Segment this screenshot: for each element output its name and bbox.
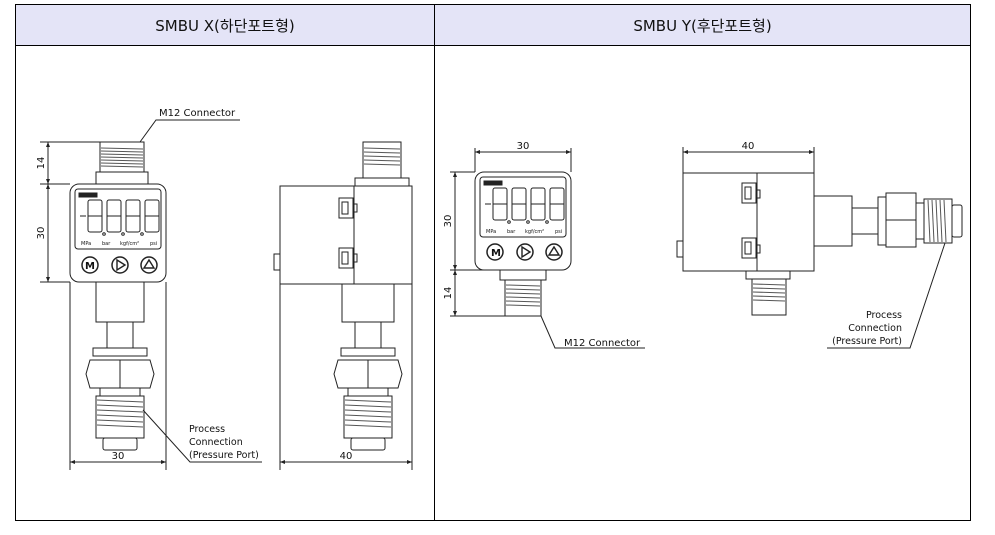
callout-process: Process	[189, 424, 225, 435]
smbu-x-front-view: MPa bar kgf/cm² psi M	[40, 119, 262, 470]
unit-label-bar: bar	[102, 241, 111, 247]
dim-width: 30	[517, 141, 530, 152]
callout-m12-connector: M12 Connector	[159, 108, 236, 119]
callout-connection: Connection	[848, 323, 902, 334]
dim-depth: 40	[340, 451, 353, 462]
svg-text:MPa: MPa	[486, 229, 496, 235]
mode-button-icon	[81, 256, 99, 274]
dim-width: 30	[112, 451, 125, 462]
dim-connector-height: 14	[36, 157, 47, 170]
column-divider	[434, 5, 435, 520]
hex-nut	[85, 359, 155, 389]
unit-label-psi: psi	[150, 241, 157, 247]
svg-text:kgf/cm²: kgf/cm²	[525, 229, 544, 235]
smbu-y-side-view	[676, 147, 963, 349]
dim-body-height: 30	[36, 227, 47, 240]
column-header-smbu-x: SMBU X(하단포트형)	[16, 5, 434, 46]
callout-process: Process	[866, 310, 902, 321]
svg-text:psi: psi	[555, 229, 562, 235]
unit-label-mpa: MPa	[81, 241, 91, 247]
lcd-display	[80, 199, 160, 236]
callout-pressure-port: (Pressure Port)	[832, 336, 902, 347]
svg-text:bar: bar	[507, 229, 516, 235]
svg-text:M: M	[85, 261, 95, 272]
m12-connector	[95, 141, 149, 185]
mode-button-label: M	[491, 248, 501, 259]
callout-m12-connector: M12 Connector	[564, 338, 641, 349]
callout-connection: Connection	[189, 437, 243, 448]
spec-table: SMBU X(하단포트형) SMBU Y(후단포트형)	[15, 4, 971, 521]
right-button-icon	[111, 256, 129, 274]
smbu-x-side-view	[273, 141, 413, 470]
smbu-y-front-view	[450, 148, 645, 349]
dim-depth: 40	[742, 141, 755, 152]
callout-pressure-port: (Pressure Port)	[189, 450, 259, 461]
dim-body-height: 30	[443, 215, 454, 228]
unit-label-kgf: kgf/cm²	[120, 241, 139, 247]
dim-connector-height: 14	[443, 287, 454, 300]
up-button-icon	[140, 256, 158, 274]
column-header-smbu-y: SMBU Y(후단포트형)	[434, 5, 970, 46]
